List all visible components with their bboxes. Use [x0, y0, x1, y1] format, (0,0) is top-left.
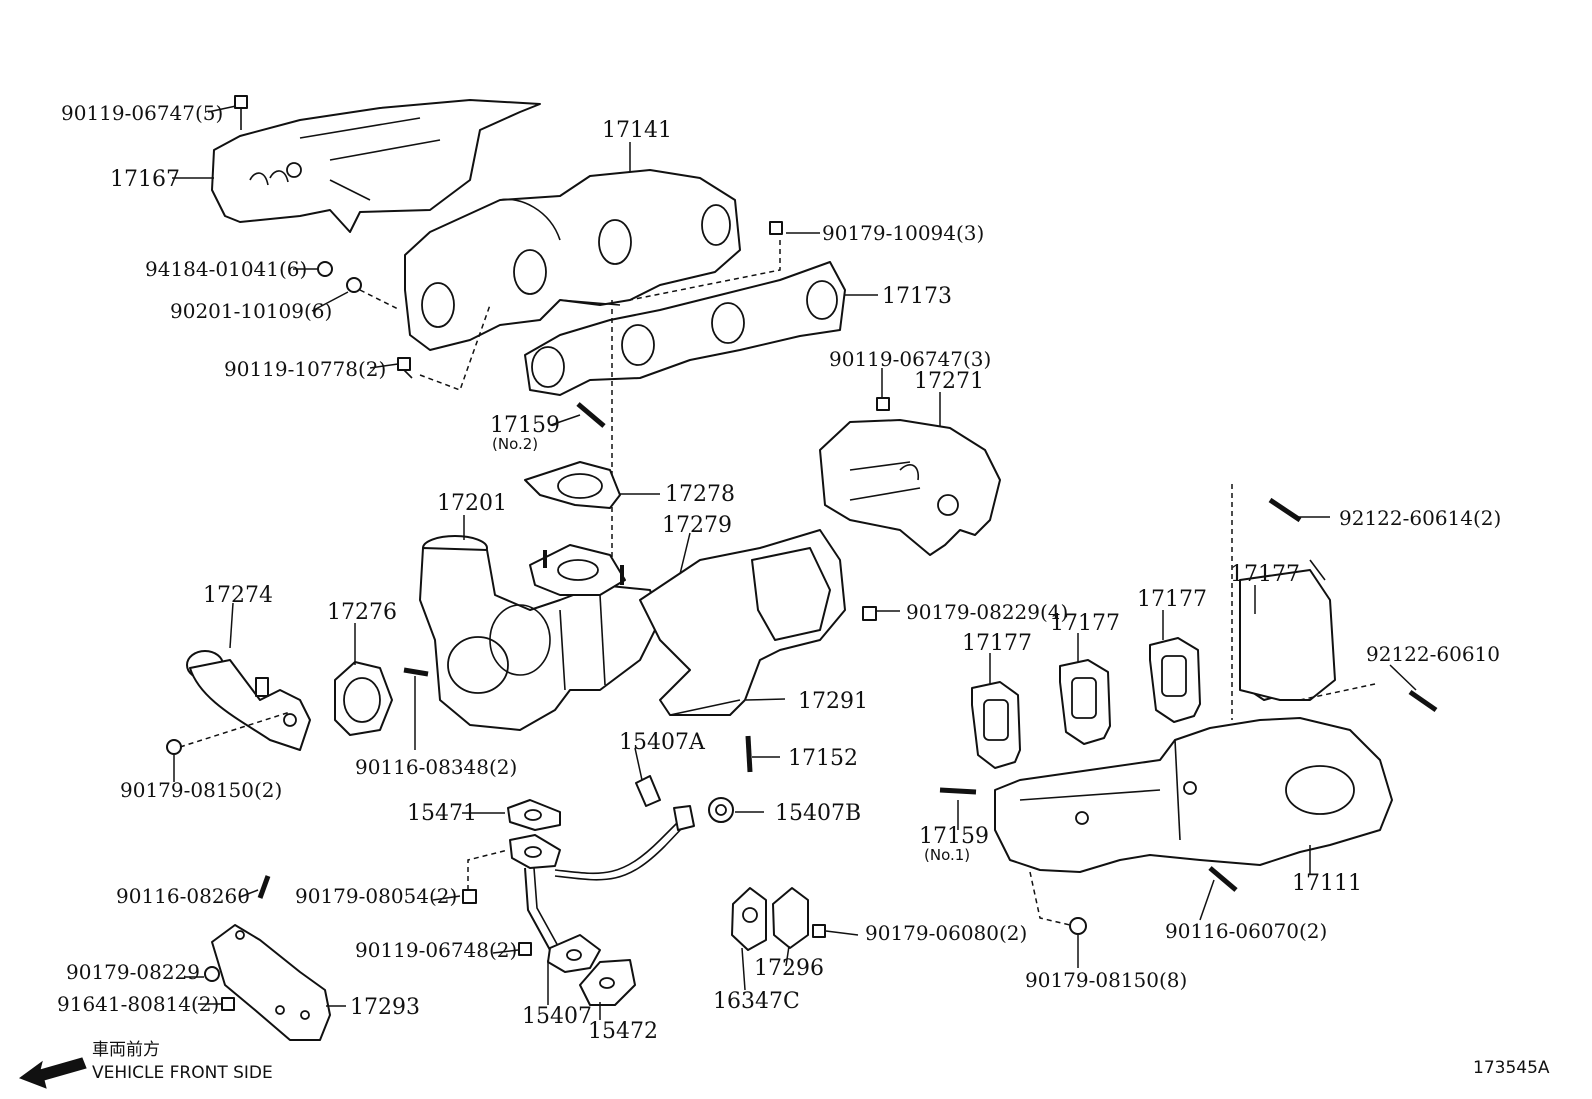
- nut-90179-08229-4: [862, 606, 877, 621]
- nut-94184-01041: [317, 261, 333, 277]
- stud-17159-no1: [939, 787, 977, 795]
- gasket-15471: [507, 799, 561, 831]
- callout-17274: 17274: [203, 583, 273, 608]
- legend-english: VEHICLE FRONT SIDE: [92, 1063, 273, 1083]
- callout-90201-10109-6: 90201-10109(6): [170, 299, 332, 323]
- nut-90179-08054: [462, 889, 477, 904]
- gasket-17278: [524, 461, 621, 509]
- callout-92122-60610: 92122-60610: [1366, 642, 1500, 666]
- callout-17159-no2: 17159: [490, 413, 560, 438]
- legend-japanese: 車両前方: [92, 1040, 160, 1060]
- callout-90179-08229: 90179-08229: [66, 960, 200, 984]
- callout-90116-06070-2: 90116-06070(2): [1165, 919, 1327, 943]
- callout-15472: 15472: [588, 1019, 658, 1044]
- callout-90119-06748-2: 90119-06748(2): [355, 938, 517, 962]
- bracket-17293: [211, 924, 331, 1041]
- callout-90179-08150-8: 90179-08150(8): [1025, 968, 1187, 992]
- exhaust-elbow-17291: [639, 529, 846, 716]
- nut-90179-06080: [812, 924, 826, 938]
- exhaust-manifold-17141: [404, 169, 741, 351]
- gasket-17177-b: [1059, 659, 1111, 745]
- callout-17167: 17167: [110, 167, 180, 192]
- gasket-15472: [579, 959, 636, 1006]
- callout-90119-06747-3: 90119-06747(3): [829, 347, 991, 371]
- callout-17152: 17152: [788, 746, 858, 771]
- callout-90179-08229-4: 90179-08229(4): [906, 600, 1068, 624]
- callout-17296: 17296: [754, 956, 824, 981]
- callout-90179-08054-2: 90179-08054(2): [295, 884, 457, 908]
- callout-17293: 17293: [350, 995, 420, 1020]
- stud-90116-06070: [1208, 866, 1238, 892]
- stud-17152: [745, 735, 753, 773]
- nut-90179-10094: [769, 221, 783, 235]
- gasket-17296: [772, 887, 809, 949]
- stud-17159-no2: [576, 402, 606, 428]
- bolt-90119-06747-3: [876, 397, 890, 411]
- stud-92122-60610: [1408, 689, 1438, 713]
- figure-id: 173545A: [1473, 1058, 1550, 1078]
- callout-94184-01041-6: 94184-01041(6): [145, 257, 307, 281]
- callout-90119-10778-2: 90119-10778(2): [224, 357, 386, 381]
- nut-15407B: [708, 797, 734, 823]
- stud-92122-60614: [1268, 497, 1302, 523]
- callout-17141: 17141: [602, 118, 672, 143]
- heat-insulator-17271: [819, 419, 1001, 556]
- leader-lines: [172, 105, 1417, 1020]
- intake-manifold-17111: [994, 717, 1393, 873]
- callout-92122-60614-2: 92122-60614(2): [1339, 506, 1501, 530]
- callout-17159-no1-sub: (No.1): [924, 846, 970, 864]
- manifold-bracket: [1239, 559, 1336, 701]
- callout-17278: 17278: [665, 482, 735, 507]
- bolt-90119-10778: [397, 357, 413, 379]
- nut-90179-08150-2: [166, 739, 182, 755]
- stud-90116-08348: [403, 667, 429, 677]
- callout-15407: 15407: [522, 1004, 592, 1029]
- callout-90116-08260: 90116-08260: [116, 884, 250, 908]
- union-bolt-15407A: [635, 775, 661, 807]
- gasket-17177-c: [1149, 637, 1201, 723]
- manifold-gasket-17173: [524, 261, 846, 396]
- gasket-16347C: [731, 887, 767, 951]
- callout-90116-08348-2: 90116-08348(2): [355, 755, 517, 779]
- vehicle-front-legend: 車両前方 VEHICLE FRONT SIDE: [18, 1040, 273, 1089]
- callout-90179-10094-3: 90179-10094(3): [822, 221, 984, 245]
- bolt-91641-80814: [221, 997, 235, 1011]
- callout-90179-08150-2: 90179-08150(2): [120, 778, 282, 802]
- callout-17291: 17291: [798, 689, 868, 714]
- callout-15471: 15471: [407, 801, 477, 826]
- bolt-90119-06748: [518, 942, 532, 956]
- callout-17173: 17173: [882, 284, 952, 309]
- callout-91641-80814-2: 91641-80814(2): [57, 992, 219, 1016]
- gasket-17279: [529, 544, 626, 596]
- callout-17177-b: 17177: [1050, 611, 1120, 636]
- callout-17201: 17201: [437, 491, 507, 516]
- bolt-90119-06747: [234, 95, 248, 130]
- stud-90116-08260: [257, 875, 271, 899]
- washer-90201-10109: [346, 277, 362, 293]
- elbow-17274: [186, 650, 311, 751]
- oil-pipe-15407: [509, 805, 695, 973]
- callout-17271: 17271: [914, 369, 984, 394]
- callout-17177-c: 17177: [1137, 587, 1207, 612]
- callout-15407A: 15407A: [619, 730, 706, 755]
- callout-90179-06080-2: 90179-06080(2): [865, 921, 1027, 945]
- callout-17276: 17276: [327, 600, 397, 625]
- callout-17111: 17111: [1292, 871, 1362, 896]
- nut-90179-08150-8: [1069, 917, 1087, 935]
- heat-insulator-17167: [211, 99, 541, 233]
- callout-17279: 17279: [662, 513, 732, 538]
- callout-17159-no2-sub: (No.2): [492, 435, 538, 453]
- callout-15407B: 15407B: [775, 801, 861, 826]
- callout-90119-06747-5: 90119-06747(5): [61, 101, 223, 125]
- gasket-17276: [334, 661, 393, 736]
- callout-16347C: 16347C: [713, 989, 800, 1014]
- callout-17177-d: 17177: [1230, 562, 1300, 587]
- callout-17177-a: 17177: [962, 631, 1032, 656]
- arrow-left-icon: [18, 1057, 87, 1089]
- gasket-17177-a: [971, 681, 1021, 769]
- nut-90179-08229: [204, 966, 220, 982]
- callout-17159-no1: 17159: [919, 824, 989, 849]
